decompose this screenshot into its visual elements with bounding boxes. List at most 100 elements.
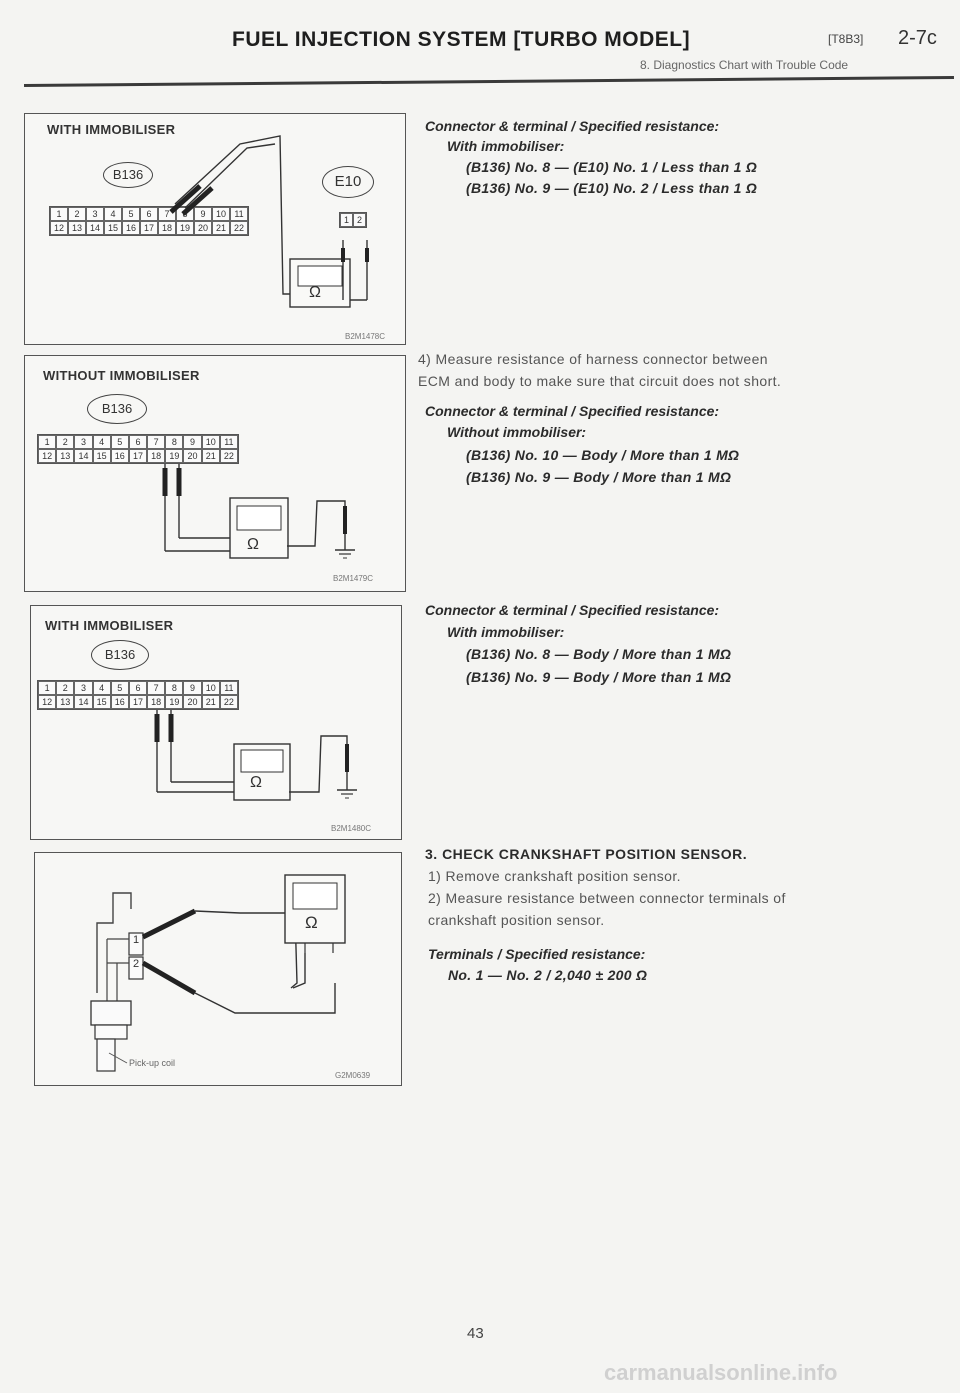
connector-pin: 3 (74, 681, 93, 695)
section3-heading: Connector & terminal / Specified resista… (425, 602, 720, 618)
connector-pin: 13 (56, 449, 75, 463)
figure-3-wiring (154, 710, 357, 801)
section4-item: 1) Remove crankshaft position sensor. (428, 868, 681, 884)
connector-pin: 11 (219, 435, 238, 449)
connector-pin: 22 (230, 221, 248, 235)
connector-pin: 4 (104, 207, 122, 221)
section4-line: No. 1 — No. 2 / 2,040 ± 200 Ω (448, 967, 648, 983)
connector-pin: 19 (176, 221, 194, 235)
connector-pin: 19 (165, 449, 184, 463)
connector-pin: 8 (165, 681, 184, 695)
connector-pin: 16 (110, 449, 129, 463)
page-number: 43 (467, 1325, 484, 1342)
pin-2-label: 2 (133, 958, 140, 970)
connector-pin: 4 (92, 435, 111, 449)
section-code: [T8B3] (828, 32, 864, 46)
connector-pin: 1 (50, 207, 68, 221)
connector-pin: 9 (183, 435, 202, 449)
figure-label: WITHOUT IMMOBILISER (43, 368, 200, 383)
section1-sub: With immobiliser: (447, 138, 565, 154)
section1-heading: Connector & terminal / Specified resista… (425, 118, 720, 134)
connector-pin: 6 (128, 681, 148, 695)
connector-pin: 1 (340, 213, 353, 227)
figure-with-immobiliser-continuity: WITH IMMOBILISER B136 E10 1234567891011 … (24, 113, 406, 345)
connector-pin: 21 (212, 221, 230, 235)
connector-pin: 2 (56, 435, 75, 449)
connector-pin: 1 (38, 681, 57, 695)
connector-pin: 2 (56, 681, 75, 695)
connector-b136-tag: B136 (103, 162, 153, 188)
section2-heading: Connector & terminal / Specified resista… (425, 403, 720, 419)
page-title: FUEL INJECTION SYSTEM [TURBO MODEL] (232, 28, 691, 51)
section2-line: (B136) No. 9 — Body / More than 1 MΩ (466, 469, 732, 485)
connector-pin: 9 (194, 207, 212, 221)
section3-line: (B136) No. 9 — Body / More than 1 MΩ (466, 669, 732, 685)
figure-code: G2M0639 (335, 1071, 371, 1080)
ohm-symbol: Ω (250, 774, 262, 791)
connector-pin: 5 (110, 681, 129, 695)
footer-watermark: carmanualsonline.info (604, 1360, 838, 1385)
connector-pin: 16 (122, 221, 140, 235)
figure-code: B2M1479C (333, 574, 374, 583)
connector-pin: 18 (158, 221, 176, 235)
connector-pin: 13 (68, 221, 86, 235)
connector-pin: 10 (201, 435, 220, 449)
connector-b136-tag: B136 (87, 394, 147, 424)
connector-pin: 16 (110, 695, 129, 709)
connector-pin: 13 (56, 695, 75, 709)
connector-pin: 11 (230, 207, 248, 221)
connector-pin: 17 (128, 695, 148, 709)
pin-1-label: 1 (133, 934, 140, 946)
section2-sub: Without immobiliser: (447, 424, 587, 440)
ohm-symbol: Ω (309, 284, 321, 301)
connector-pin: 17 (140, 221, 158, 235)
connector-pin: 6 (128, 435, 148, 449)
figure-1-wiring (169, 135, 369, 308)
connector-pin: 20 (194, 221, 212, 235)
section3-line: (B136) No. 8 — Body / More than 1 MΩ (466, 646, 732, 662)
connector-pin: 4 (92, 681, 111, 695)
connector-pin: 8 (165, 435, 184, 449)
connector-pin: 6 (140, 207, 158, 221)
connector-pin: 2 (353, 213, 366, 227)
connector-pin: 7 (158, 207, 176, 221)
section1-line: (B136) No. 8 — (E10) No. 1 / Less than 1… (466, 159, 758, 175)
connector-pin: 10 (212, 207, 230, 221)
connector-pin: 20 (183, 695, 202, 709)
figure-label: WITH IMMOBILISER (47, 122, 176, 137)
connector-pin: 21 (201, 695, 220, 709)
connector-pin: 20 (183, 449, 202, 463)
connector-pin: 12 (50, 221, 68, 235)
connector-pin: 7 (147, 681, 166, 695)
connector-pin: 9 (183, 681, 202, 695)
connector-pin: 19 (165, 695, 184, 709)
connector-pin: 21 (201, 449, 220, 463)
figure-2-wiring (162, 464, 355, 559)
figure-crankshaft-sensor: 1 2 Ω Pick-up coil G2M0639 (34, 852, 402, 1086)
section3-sub: With immobiliser: (447, 624, 565, 640)
connector-pin: 18 (147, 695, 166, 709)
section2-line: (B136) No. 10 — Body / More than 1 MΩ (466, 447, 740, 463)
figure-4-wiring (90, 874, 346, 1072)
connector-pin: 17 (128, 449, 148, 463)
ohm-symbol: Ω (247, 536, 259, 553)
connector-pin: 2 (68, 207, 86, 221)
section2-para: 4) Measure resistance of harness connect… (418, 351, 768, 367)
figure-label: WITH IMMOBILISER (45, 618, 174, 633)
connector-pin: 12 (38, 695, 57, 709)
figure-code: B2M1478C (345, 332, 386, 341)
page-subtitle: 8. Diagnostics Chart with Trouble Code (640, 58, 849, 72)
connector-pin: 3 (74, 435, 93, 449)
connector-pin: 15 (92, 695, 111, 709)
header-rule (24, 75, 954, 88)
figure-code: B2M1480C (331, 824, 372, 833)
section4-item: 2) Measure resistance between connector … (428, 890, 786, 906)
section1-line: (B136) No. 9 — (E10) No. 2 / Less than 1… (466, 180, 758, 196)
connector-pin: 15 (104, 221, 122, 235)
section4-item: crankshaft position sensor. (428, 912, 605, 928)
connector-pin: 15 (92, 449, 111, 463)
